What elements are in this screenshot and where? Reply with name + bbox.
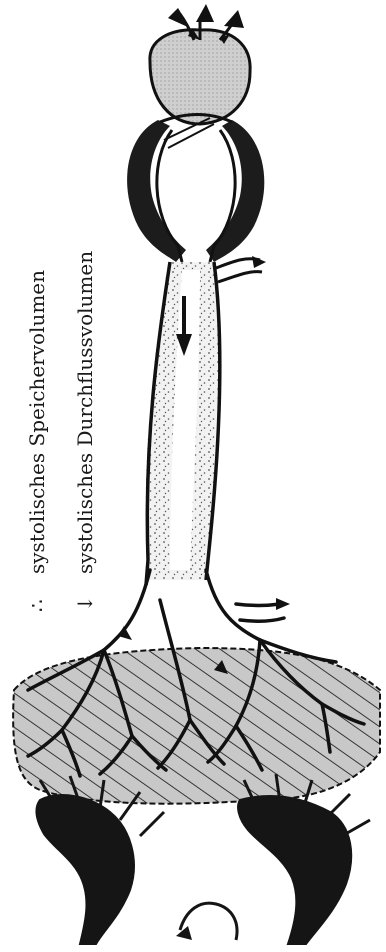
aorta (146, 256, 266, 585)
atrium (150, 4, 250, 124)
legend-label-flow: systolisches Durchflussvolumen (73, 251, 97, 574)
stipple-symbol-icon: ∴ (25, 599, 49, 612)
legend-label-storage: systolisches Speichervolumen (25, 270, 49, 574)
legend-item-storage: ∴ systolisches Speichervolumen (25, 270, 49, 612)
arrow-icon (276, 598, 290, 610)
branch-arrow-icon (252, 256, 266, 268)
arrow-icon (118, 626, 132, 640)
down-arrow-symbol-icon: ↓ (73, 595, 97, 612)
ventricle (127, 115, 264, 263)
legend-item-flow: ↓ systolisches Durchflussvolumen (73, 251, 97, 612)
legend: ∴ systolisches Speichervolumen ↓ systoli… (25, 251, 97, 612)
